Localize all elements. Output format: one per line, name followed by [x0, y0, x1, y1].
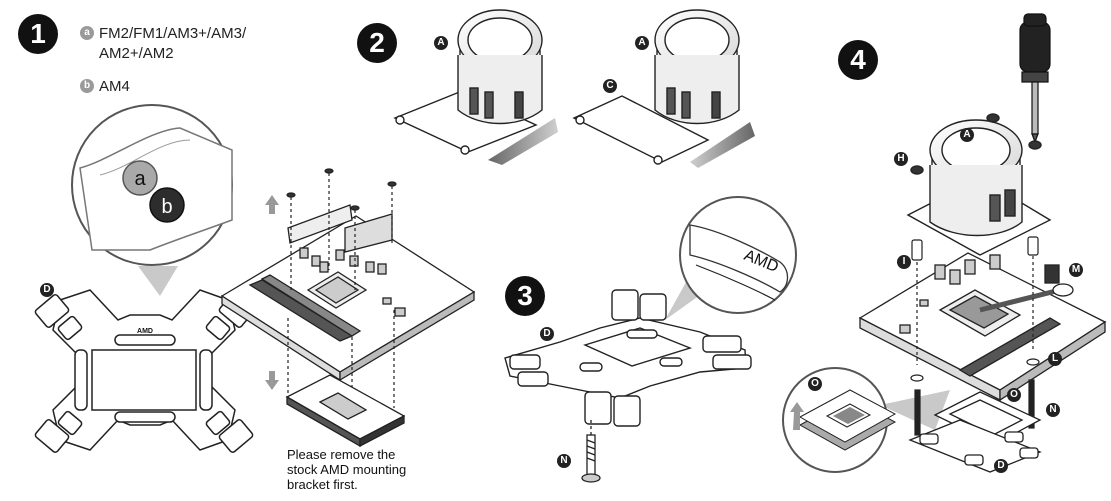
step2-arrow-right: [690, 122, 755, 168]
step1-screws: [286, 168, 397, 408]
step-3-badge: 3: [505, 276, 545, 316]
label-C-step2: C: [603, 79, 617, 93]
option-a-text-line2: AM2+/AM2: [99, 45, 174, 62]
remove-stock-bracket-note: Please remove the stock AMD mounting bra…: [287, 447, 427, 492]
step1-motherboard: [220, 204, 476, 382]
step2-arrow-left: [488, 118, 558, 165]
label-D-step4: D: [994, 459, 1008, 473]
label-H-step4: H: [894, 152, 908, 166]
step1-x-bracket: [34, 289, 254, 453]
step4-down-arrow: [790, 402, 804, 430]
bracket-amd-mark: AMD: [137, 328, 153, 335]
label-A-step2-left: A: [434, 36, 448, 50]
step2-pump-left: [393, 9, 543, 155]
label-I-step4: I: [897, 255, 911, 269]
step2-pump-right: [572, 9, 740, 165]
label-L-step4: L: [1048, 352, 1062, 366]
note-line-3: bracket first.: [287, 477, 358, 492]
step3-screw: [581, 420, 601, 483]
step4-bottom-bracket: [908, 391, 1042, 473]
label-D-step3: D: [540, 327, 554, 341]
label-O-magnifier: O: [808, 377, 822, 391]
step-4-badge: 4: [838, 40, 878, 80]
label-A-step2-right: A: [635, 36, 649, 50]
step-1-badge: 1: [18, 14, 58, 54]
magnifier-b-letter: b: [161, 196, 172, 218]
step1-backplate: [285, 374, 406, 448]
label-D-step1: D: [40, 283, 54, 297]
label-M-step4: M: [1069, 263, 1083, 277]
step4-screwdriver: [1019, 13, 1051, 144]
step3-bracket: [504, 289, 752, 427]
option-a-text-line1: FM2/FM1/AM3+/AM3/: [99, 25, 247, 42]
step4-standoffs: [910, 236, 1040, 436]
step1-direction-arrows: [265, 195, 279, 390]
label-O-step4: O: [1007, 388, 1021, 402]
option-b-badge: b: [80, 79, 94, 93]
label-N-step3: N: [557, 454, 571, 468]
option-b-text: AM4: [99, 78, 130, 95]
magnifier-a-letter: a: [134, 168, 146, 190]
step1-magnifier: [71, 104, 233, 296]
option-a-badge: a: [80, 26, 94, 40]
step4-motherboard: [858, 252, 1107, 402]
step-2-badge: 2: [357, 23, 397, 63]
note-line-1: Please remove the: [287, 447, 396, 462]
note-line-2: stock AMD mounting: [287, 462, 407, 477]
step3-magnifier: [665, 196, 797, 320]
label-A-step4: A: [960, 128, 974, 142]
step4-pump: [906, 113, 1052, 256]
label-N-step4: N: [1046, 403, 1060, 417]
